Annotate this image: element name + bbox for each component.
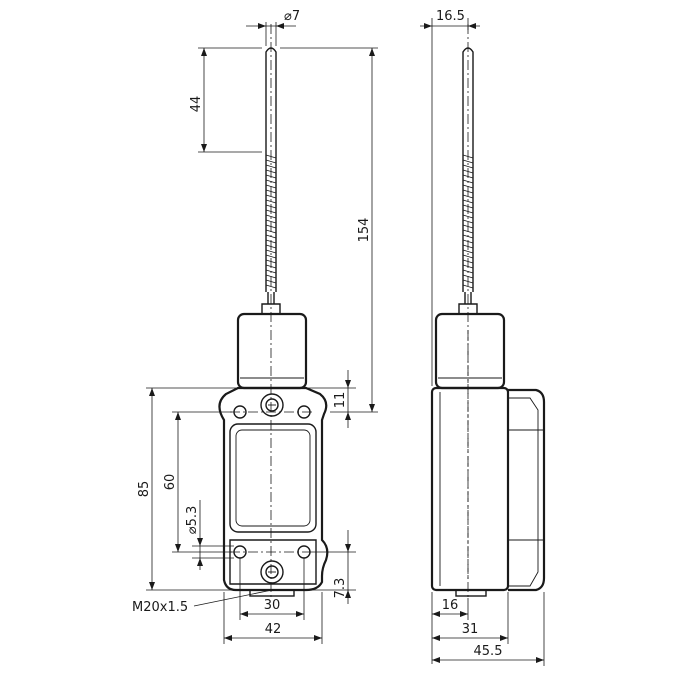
dim-side-depth: 45.5 (474, 644, 503, 659)
dim-hole-diameter: ⌀5.3 (185, 506, 200, 535)
screw-bottom (260, 560, 284, 584)
dim-thread: M20x1.5 (132, 600, 188, 615)
dim-rod-diameter: ⌀7 (284, 9, 300, 24)
side-actuator-head (434, 312, 506, 390)
dim-side-offset: 16.5 (436, 9, 465, 24)
dim-hole-spacing-horizontal: 30 (264, 598, 281, 613)
dim-hole-spacing-vertical: 60 (163, 474, 178, 491)
dim-rod-tip-length: 44 (189, 96, 204, 113)
side-view (430, 24, 546, 600)
side-dimensions: 16.5 16 31 45.5 (420, 9, 545, 666)
screw-top (260, 393, 284, 417)
dim-overall-height: 154 (357, 218, 372, 243)
front-view (218, 24, 329, 600)
dim-side-31: 31 (462, 622, 479, 637)
side-cover (508, 388, 546, 592)
dim-bottom-offset: 7.3 (333, 578, 348, 599)
housing-outer (218, 386, 329, 592)
front-dimensions: ⌀7 44 154 11 85 60 (132, 9, 378, 644)
housing-window (229, 423, 317, 533)
side-housing (430, 386, 510, 592)
dim-body-width: 42 (265, 622, 282, 637)
actuator-head (236, 312, 308, 390)
dim-top-offset: 11 (333, 392, 348, 409)
dim-side-16: 16 (442, 598, 459, 613)
dim-body-height: 85 (137, 481, 152, 498)
